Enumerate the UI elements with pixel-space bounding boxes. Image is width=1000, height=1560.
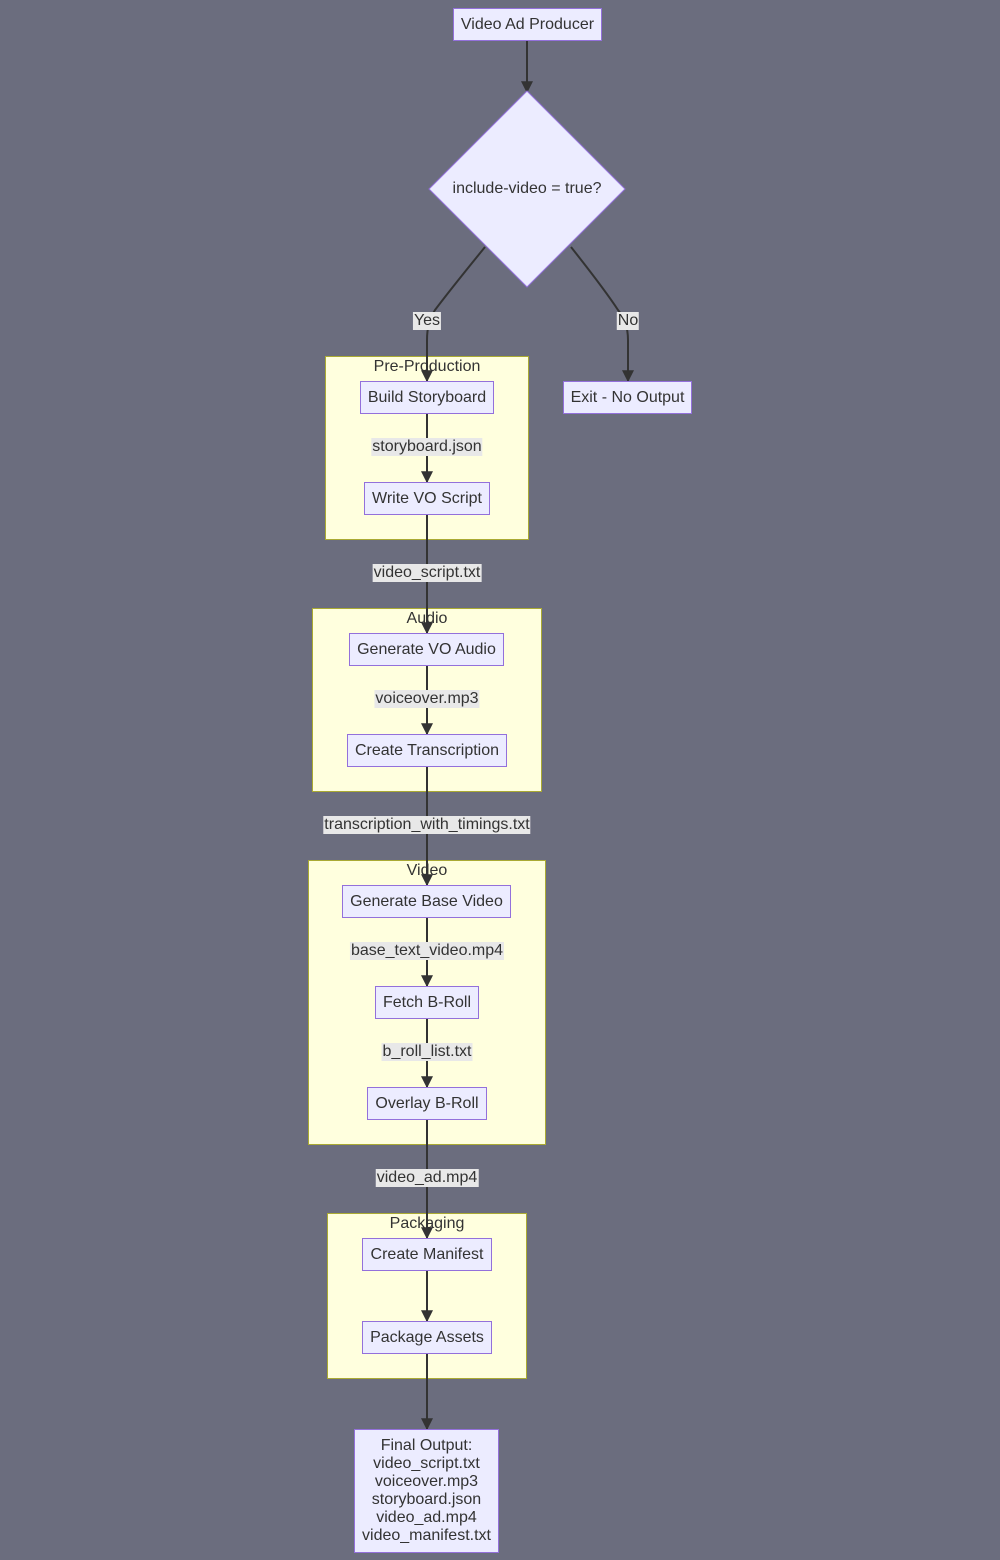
decision-diamond: [428, 90, 626, 288]
node-generate-base-video[interactable]: Generate Base Video: [342, 885, 511, 918]
final-output-line: video_script.txt: [373, 1455, 480, 1472]
edge-label-no: No: [616, 312, 640, 330]
edge-decision-no: [570, 246, 634, 383]
node-create-transcription[interactable]: Create Transcription: [347, 734, 507, 767]
node-overlay-b-roll[interactable]: Overlay B-Roll: [367, 1087, 487, 1120]
final-output-line: storyboard.json: [371, 1491, 482, 1508]
node-exit-no-output[interactable]: Exit - No Output: [563, 381, 692, 414]
edge-label-video-script-txt: video_script.txt: [372, 564, 482, 582]
final-output-line: video_ad.mp4: [376, 1509, 477, 1526]
edge-label-b-roll-list: b_roll_list.txt: [381, 1043, 473, 1061]
edge-label-voiceover-mp3: voiceover.mp3: [374, 690, 480, 708]
edge-label-storyboard-json: storyboard.json: [371, 438, 483, 456]
edge-label-transcription-txt: transcription_with_timings.txt: [323, 816, 531, 834]
decision-label: include-video = true?: [452, 180, 602, 197]
node-video-ad-producer[interactable]: Video Ad Producer: [453, 8, 602, 41]
node-fetch-b-roll[interactable]: Fetch B-Roll: [375, 986, 479, 1019]
node-final-output[interactable]: Final Output: video_script.txt voiceover…: [354, 1429, 499, 1553]
node-write-vo-script[interactable]: Write VO Script: [364, 482, 490, 515]
node-build-storyboard[interactable]: Build Storyboard: [360, 381, 494, 414]
edge-decision-yes: [421, 246, 486, 383]
edge-label-base-text-video: base_text_video.mp4: [349, 942, 505, 960]
final-output-line: voiceover.mp3: [374, 1473, 479, 1490]
node-package-assets[interactable]: Package Assets: [362, 1321, 492, 1354]
final-output-line: video_manifest.txt: [362, 1527, 491, 1544]
edge-label-video-ad-mp4: video_ad.mp4: [375, 1169, 479, 1187]
node-generate-vo-audio[interactable]: Generate VO Audio: [349, 633, 504, 666]
edge-label-yes: Yes: [412, 312, 442, 330]
node-create-manifest[interactable]: Create Manifest: [362, 1238, 492, 1271]
final-output-line: Final Output:: [380, 1437, 473, 1454]
